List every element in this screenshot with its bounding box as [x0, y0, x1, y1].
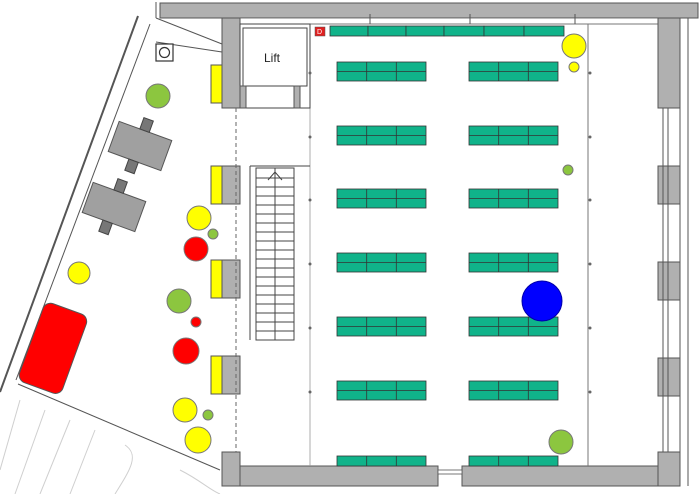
table-group [468, 380, 559, 401]
table-group [336, 125, 427, 146]
red-circle [183, 236, 209, 262]
aisle-dot [588, 262, 592, 266]
green-circle [166, 288, 192, 314]
south-wall-east [461, 465, 661, 487]
table-group [336, 316, 427, 337]
table-group [468, 455, 559, 467]
north-window-ticks [369, 14, 576, 24]
south-door-gap [437, 469, 463, 475]
aisle-dot [308, 71, 312, 75]
north-table-row [329, 25, 565, 37]
lift-label: Lift [264, 51, 281, 65]
red-circle [172, 337, 200, 365]
fire-sign: D [314, 26, 326, 37]
fire-sign-label: D [317, 29, 322, 36]
north-wall-inner [239, 17, 661, 25]
stair-steps [256, 177, 294, 332]
aisle-dot [588, 71, 592, 75]
table-group [336, 455, 427, 467]
north-wall [159, 2, 699, 19]
aisle-dot [588, 326, 592, 330]
grey-desk-1 [107, 116, 173, 175]
corner-symbol-icon [155, 43, 174, 62]
aisle-dot [588, 198, 592, 202]
table-group [468, 252, 559, 273]
table-group [468, 125, 559, 146]
staircase [249, 165, 310, 341]
table-group [336, 380, 427, 401]
table-block [468, 455, 559, 467]
yellow-circle [67, 261, 91, 285]
table-group [468, 61, 559, 82]
round-items [67, 33, 587, 455]
aisle-dot [308, 262, 312, 266]
green-dot [202, 409, 214, 421]
yellow-circle [186, 205, 212, 231]
aisle-dot [588, 390, 592, 394]
aisle-dot [308, 198, 312, 202]
grey-desk-2 [81, 177, 147, 236]
table-group [336, 252, 427, 273]
red-sofa [18, 302, 88, 394]
south-wall [239, 465, 439, 487]
east-windows [662, 18, 689, 486]
table-group [468, 316, 559, 337]
table-group [336, 188, 427, 209]
aisle-dot [588, 135, 592, 139]
yellow-circle [184, 426, 212, 454]
aisle-dot [308, 390, 312, 394]
table-group [468, 188, 559, 209]
yellow-circle [561, 33, 587, 59]
exterior-paving [0, 399, 221, 494]
yellow-radiators [210, 64, 223, 395]
red-dot [190, 316, 202, 328]
yellow-circle [172, 397, 198, 423]
table-block [336, 455, 427, 467]
lift: Lift [239, 23, 311, 109]
aisle-dot [308, 135, 312, 139]
green-circle [548, 429, 574, 455]
green-circle [145, 83, 171, 109]
aisle-dot [308, 326, 312, 330]
east-wall [657, 17, 681, 487]
green-circle [562, 164, 574, 176]
table-group [336, 61, 427, 82]
blue-circle [521, 280, 563, 322]
west-inner-wall [221, 17, 241, 487]
green-dot [207, 228, 219, 240]
yellow-dot [568, 61, 580, 73]
table-groups [308, 61, 592, 467]
